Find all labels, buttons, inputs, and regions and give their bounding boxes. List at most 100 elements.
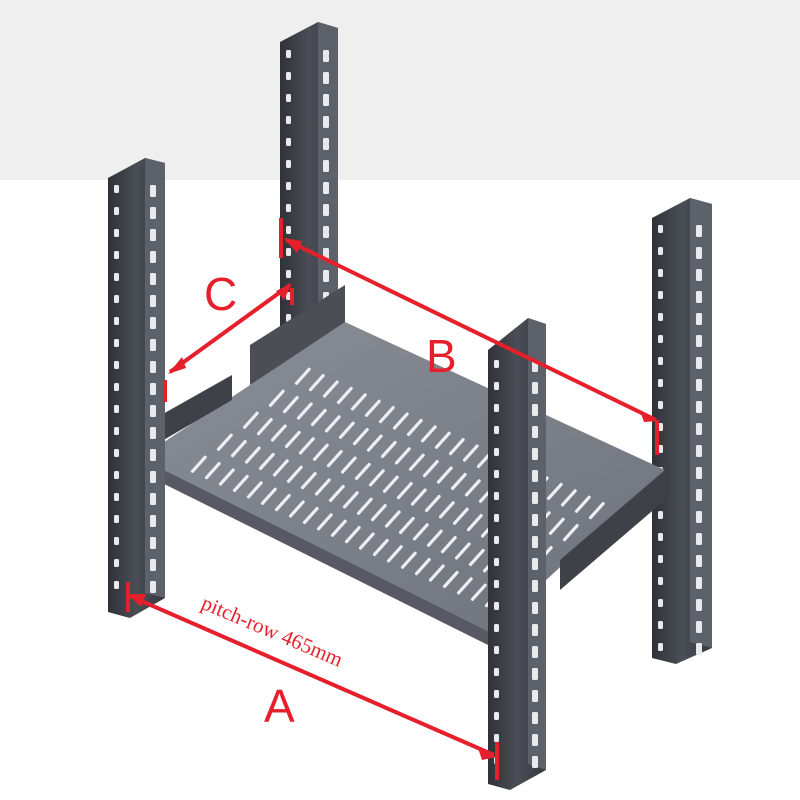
back-right-post-hole — [658, 379, 663, 387]
shelf-vent-slot — [356, 497, 373, 515]
front-left-post-hole — [150, 361, 156, 373]
back-right-post-hole — [696, 621, 702, 633]
shelf-vent-slot — [384, 510, 401, 528]
dimension-c-line — [168, 283, 292, 374]
back-right-post-hole — [696, 291, 702, 303]
shelf-vent-slot — [340, 456, 357, 474]
shelf-vent-slot — [436, 466, 453, 484]
shelf-vent-slot — [422, 460, 439, 478]
front-right-post-hole — [532, 536, 538, 548]
front-right-post-hole — [494, 536, 499, 544]
shelf-vent-slot — [300, 472, 317, 490]
front-left-post-hole — [150, 427, 156, 439]
front-left-post-hole — [114, 207, 119, 215]
front-right-post-hole — [532, 470, 538, 482]
front-left-post-hole — [114, 581, 119, 589]
back-right-post — [652, 198, 712, 664]
back-right-post-hole — [658, 313, 663, 321]
shelf-back-rail — [250, 285, 345, 385]
dimension-a — [126, 582, 499, 780]
back-right-post-hole — [658, 577, 663, 585]
dimension-a-arrow-left — [127, 594, 146, 607]
front-right-post-hole — [532, 492, 538, 504]
dimension-b-arrow-left — [284, 238, 302, 253]
shelf-vent-slot — [370, 504, 387, 522]
back-right-post-hole — [658, 599, 663, 607]
back-right-post-hole — [658, 621, 663, 629]
shelf-vent-slot — [462, 444, 479, 462]
shelf-vent-slot — [358, 532, 375, 550]
shelf-vent-slot — [428, 564, 445, 582]
back-right-post-hole — [658, 401, 663, 409]
shelf-vent-slot — [400, 551, 417, 569]
front-right-post-hole — [494, 602, 499, 610]
front-left-post-hole — [114, 449, 119, 457]
front-left-post-hole — [150, 339, 156, 351]
shelf-vent-slot — [410, 488, 427, 506]
label-a: A — [264, 680, 295, 732]
shelf-vent-slot — [338, 421, 355, 439]
shelf-vent-slot — [284, 430, 301, 449]
back-left-post-hole — [323, 72, 329, 84]
back-left-post-hole — [286, 182, 291, 190]
front-left-post-hole — [150, 515, 156, 527]
front-right-post-hole — [532, 382, 538, 394]
back-right-post-hole — [696, 555, 702, 567]
shelf-vent-slot — [408, 453, 425, 471]
front-left-post-hole — [150, 581, 156, 593]
shelf-vent-slot — [258, 452, 275, 471]
front-left-post-hole — [114, 537, 119, 545]
back-left-post — [280, 22, 338, 352]
shelf-vent-slot — [310, 408, 327, 427]
shelf-vent-slot — [548, 517, 565, 535]
back-left-post-hole — [286, 204, 291, 212]
front-right-post-hole — [532, 558, 538, 570]
back-left-post-hole — [286, 50, 291, 58]
front-right-post-hole — [532, 646, 538, 658]
shelf-vent-slot — [232, 474, 249, 493]
back-left-post-hole — [286, 116, 291, 124]
shelf-vent-slot — [256, 418, 273, 436]
back-right-post-hole — [696, 445, 702, 457]
shelf-vent-slot — [364, 399, 381, 417]
shelf-vent-slot — [562, 524, 579, 542]
back-right-post-hole — [658, 511, 663, 519]
back-right-post-hole — [658, 555, 663, 563]
front-right-post-hole — [494, 646, 499, 654]
back-left-post-hole — [286, 160, 291, 168]
shelf-vent-slot — [204, 462, 221, 480]
front-right-post-hole — [532, 448, 538, 460]
back-right-post-hole — [696, 489, 702, 501]
front-left-post-hole — [150, 295, 156, 307]
back-right-post-hole — [658, 247, 663, 255]
back-right-post-hole — [658, 533, 663, 541]
front-right-post-hole — [494, 734, 499, 742]
dimension-c-arrow-right — [276, 283, 292, 300]
shelf-vent-slot — [308, 374, 325, 392]
front-right-post-hole — [494, 514, 499, 522]
shelf-vent-slot — [336, 386, 353, 405]
back-right-post-hole — [696, 643, 702, 655]
shelf-vent-slot — [378, 406, 395, 424]
shelf-vent-slot — [330, 519, 347, 537]
shelf-vent-slot — [274, 494, 291, 512]
back-left-post-hole — [323, 226, 329, 238]
shelf-vent-slot — [272, 459, 289, 477]
front-left-post-hole — [150, 493, 156, 505]
shelf-vent-slot — [286, 465, 303, 483]
shelf-vent-slot — [368, 469, 385, 487]
shelf-vent-slot — [218, 468, 235, 486]
front-left-post-hole — [114, 317, 119, 325]
shelf-vent-slot — [312, 443, 329, 461]
front-left-post-hole — [114, 493, 119, 501]
shelf-vent-slot — [466, 514, 483, 532]
shelf-vent-slot — [242, 411, 259, 429]
front-right-post-hole — [494, 426, 499, 434]
front-left-post-hole — [114, 515, 119, 523]
back-right-post-hole — [696, 357, 702, 369]
front-right-post — [488, 318, 546, 790]
shelf-vent-slot — [302, 506, 319, 525]
back-right-post-hole — [696, 467, 702, 479]
front-right-post-hole — [532, 426, 538, 438]
